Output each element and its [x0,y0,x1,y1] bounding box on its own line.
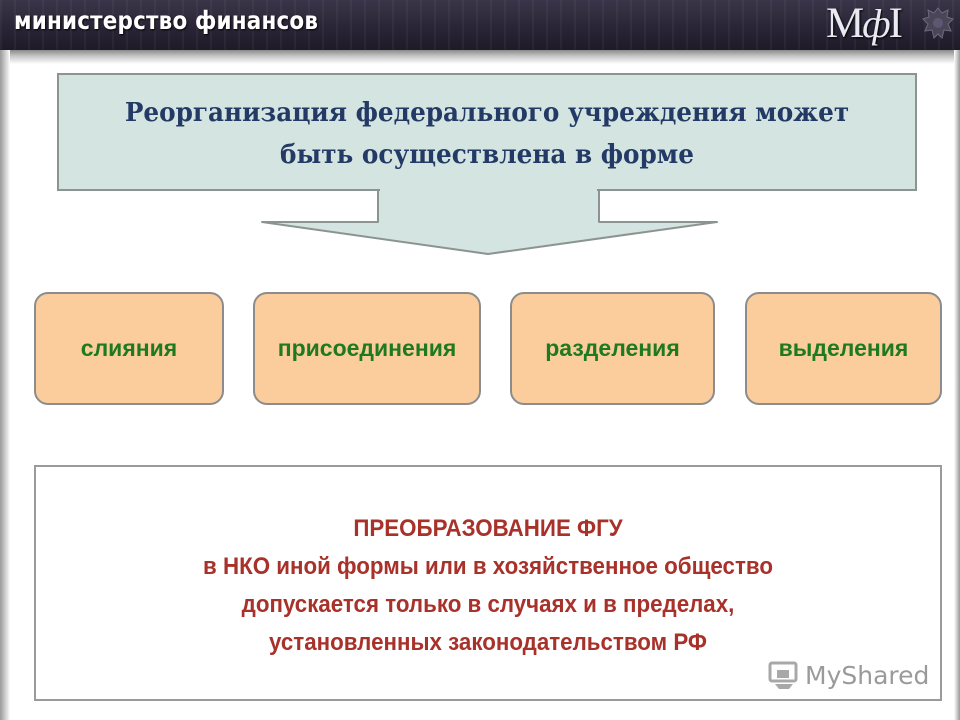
ministry-logo: МфI [826,0,903,47]
header-pattern [0,0,960,50]
header-bar: министерство финансов МфI [0,0,960,50]
watermark-text: MyShared [805,660,930,690]
header-shadow [0,50,960,64]
header-title: министерство финансов [14,6,319,35]
watermark-icon [768,661,798,689]
heading-text: Реорганизация федерального учреждения мо… [79,92,896,176]
form-box-accession: присоединения [253,292,481,405]
watermark: MyShared [767,657,929,693]
logo-letter-i: I [888,0,903,47]
right-edge [954,50,960,720]
form-box-separation: выделения [745,292,942,405]
note-line-3: допускается только в случаях и в предела… [241,591,735,618]
note-line-4: установленных законодательством РФ [269,629,707,656]
form-box-merger: слияния [34,292,224,405]
emblem-icon [922,7,954,39]
form-box-division: разделения [510,292,715,405]
logo-letter-f: ф [862,1,890,46]
heading-line-2: быть осуществлена в форме [280,140,694,170]
note-line-1: ПРЕОБРАЗОВАНИЕ ФГУ [353,515,623,542]
logo-letter-m: М [826,0,864,47]
note-text: ПРЕОБРАЗОВАНИЕ ФГУ в НКО иной формы или … [66,510,910,662]
note-line-2: в НКО иной формы или в хозяйственное общ… [203,553,773,580]
left-edge [0,50,10,720]
heading-box [57,73,917,191]
heading-line-1: Реорганизация федерального учреждения мо… [124,98,850,128]
down-arrow-shape [261,188,718,255]
